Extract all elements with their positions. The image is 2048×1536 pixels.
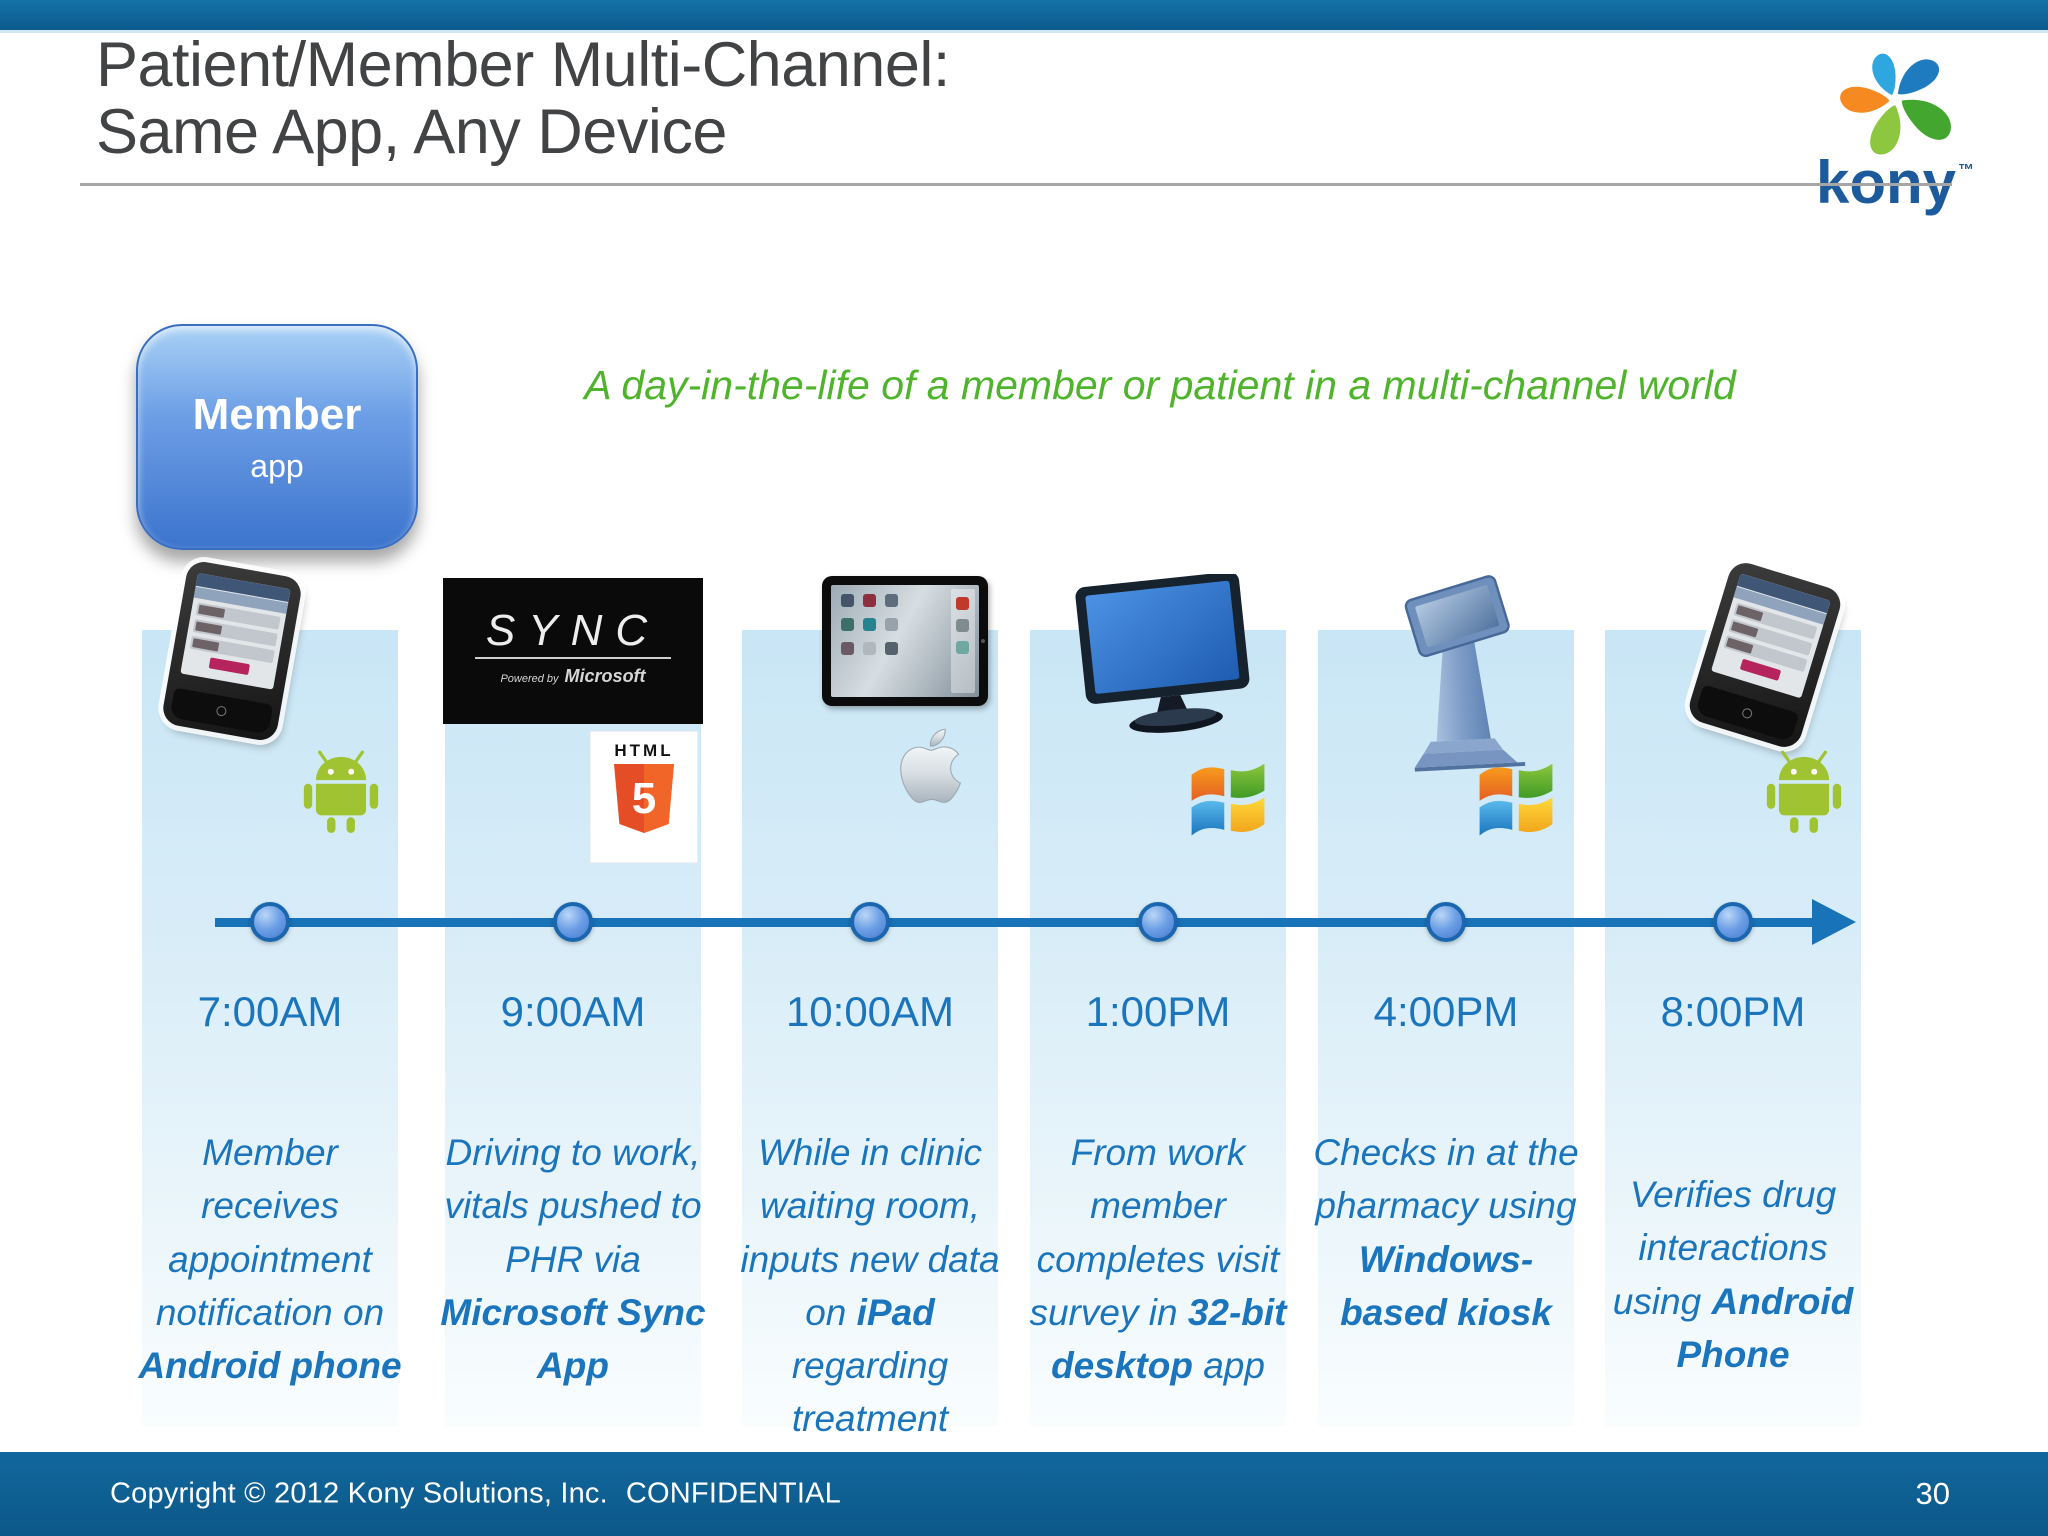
- footer-bar: Copyright © 2012 Kony Solutions, Inc.CON…: [0, 1452, 2048, 1536]
- trademark-symbol: ™: [1958, 162, 1975, 179]
- time-label: 9:00AM: [500, 988, 646, 1035]
- svg-text:5: 5: [632, 774, 656, 823]
- column-description: Member receives appointment notification…: [138, 1132, 402, 1387]
- column-description: From work member completes visit survey …: [1029, 1132, 1287, 1387]
- timeline-dot: [553, 902, 593, 942]
- timeline-column-8pm: 8:00PM Verifies drug interactions using …: [1605, 558, 1861, 1440]
- timeline-column-7am: 7:00AM Member receives appointment notif…: [138, 559, 402, 1440]
- slide-subtitle: A day-in-the-life of a member or patient…: [584, 362, 1736, 408]
- time-label: 1:00PM: [1085, 988, 1231, 1035]
- android-robot-icon: [302, 748, 380, 845]
- timeline-dot: [250, 902, 290, 942]
- member-badge-subtitle: app: [250, 448, 304, 484]
- desktop-monitor-image: [1074, 571, 1260, 747]
- member-badge-title: Member: [192, 390, 362, 439]
- column-description: Verifies drug interactions using Android…: [1612, 1174, 1854, 1375]
- timeline-dot: [850, 902, 890, 942]
- timeline-arrow-icon: [1812, 899, 1856, 945]
- time-label: 10:00AM: [785, 988, 955, 1035]
- timeline-dot: [1713, 902, 1753, 942]
- timeline-dot: [1138, 902, 1178, 942]
- timeline-column-1pm: 1:00PM From work member completes visit …: [1029, 560, 1287, 1440]
- column-description: While in clinic waiting room, inputs new…: [740, 1132, 1000, 1493]
- html5-icon: HTML 5: [591, 732, 697, 862]
- title-underline: [80, 183, 1952, 186]
- timeline-column-4pm: 4:00PM Checks in at the pharmacy using W…: [1313, 560, 1579, 1440]
- ipad-image: [822, 576, 988, 706]
- timeline-dot: [1426, 902, 1466, 942]
- column-description: Driving to work, vitals pushed to PHR vi…: [440, 1132, 706, 1387]
- footer-copyright: Copyright © 2012 Kony Solutions, Inc.CON…: [110, 1477, 841, 1510]
- time-label: 8:00PM: [1660, 988, 1806, 1035]
- windows-icon: [1186, 758, 1270, 847]
- windows-icon: [1474, 758, 1558, 847]
- column-panel: [1030, 630, 1286, 1426]
- top-accent-bar: [0, 0, 2048, 33]
- footer-confidential: CONFIDENTIAL: [625, 1477, 841, 1510]
- page-number: 30: [1915, 1476, 1950, 1511]
- slide-title: Patient/Member Multi-Channel: Same App, …: [96, 32, 950, 166]
- column-panel: [742, 630, 998, 1426]
- kony-starburst-icon: [1840, 53, 1951, 155]
- column-description: Checks in at the pharmacy using Windows-…: [1313, 1132, 1579, 1333]
- time-label: 7:00AM: [197, 988, 343, 1035]
- title-line-2: Same App, Any Device: [96, 96, 727, 167]
- timeline-line: [215, 918, 1815, 927]
- android-robot-icon: [1765, 748, 1843, 845]
- kiosk-image: [1402, 572, 1528, 777]
- time-label: 4:00PM: [1373, 988, 1519, 1035]
- member-app-badge: Member app: [136, 324, 418, 550]
- title-line-1: Patient/Member Multi-Channel:: [96, 30, 950, 100]
- timeline-column-10am: 10:00AM While in clinic waiting room, in…: [740, 560, 1000, 1493]
- apple-icon: [892, 724, 968, 819]
